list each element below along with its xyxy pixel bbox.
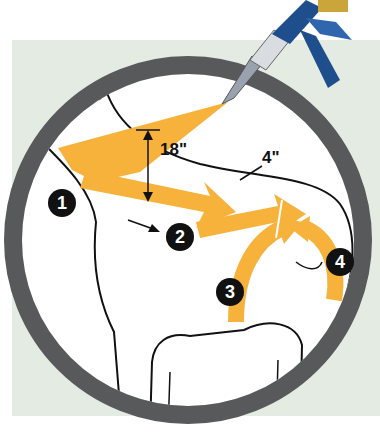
callout-number: 2 [166,223,194,251]
dimension-label: 18" [160,140,187,160]
callout-number: 1 [48,189,76,217]
arrow-band [236,228,282,322]
callout-number: 3 [216,278,244,306]
applicator-gun [222,0,352,104]
dimension-line [147,132,149,200]
background-panel [12,40,380,416]
inner-disc [22,74,354,406]
spray-cone [58,102,228,182]
dimension-label: 4" [262,148,280,168]
callout-number: 4 [326,248,354,276]
arrow-head [290,216,310,242]
leader-line [240,166,262,180]
frame-ring [13,65,363,415]
